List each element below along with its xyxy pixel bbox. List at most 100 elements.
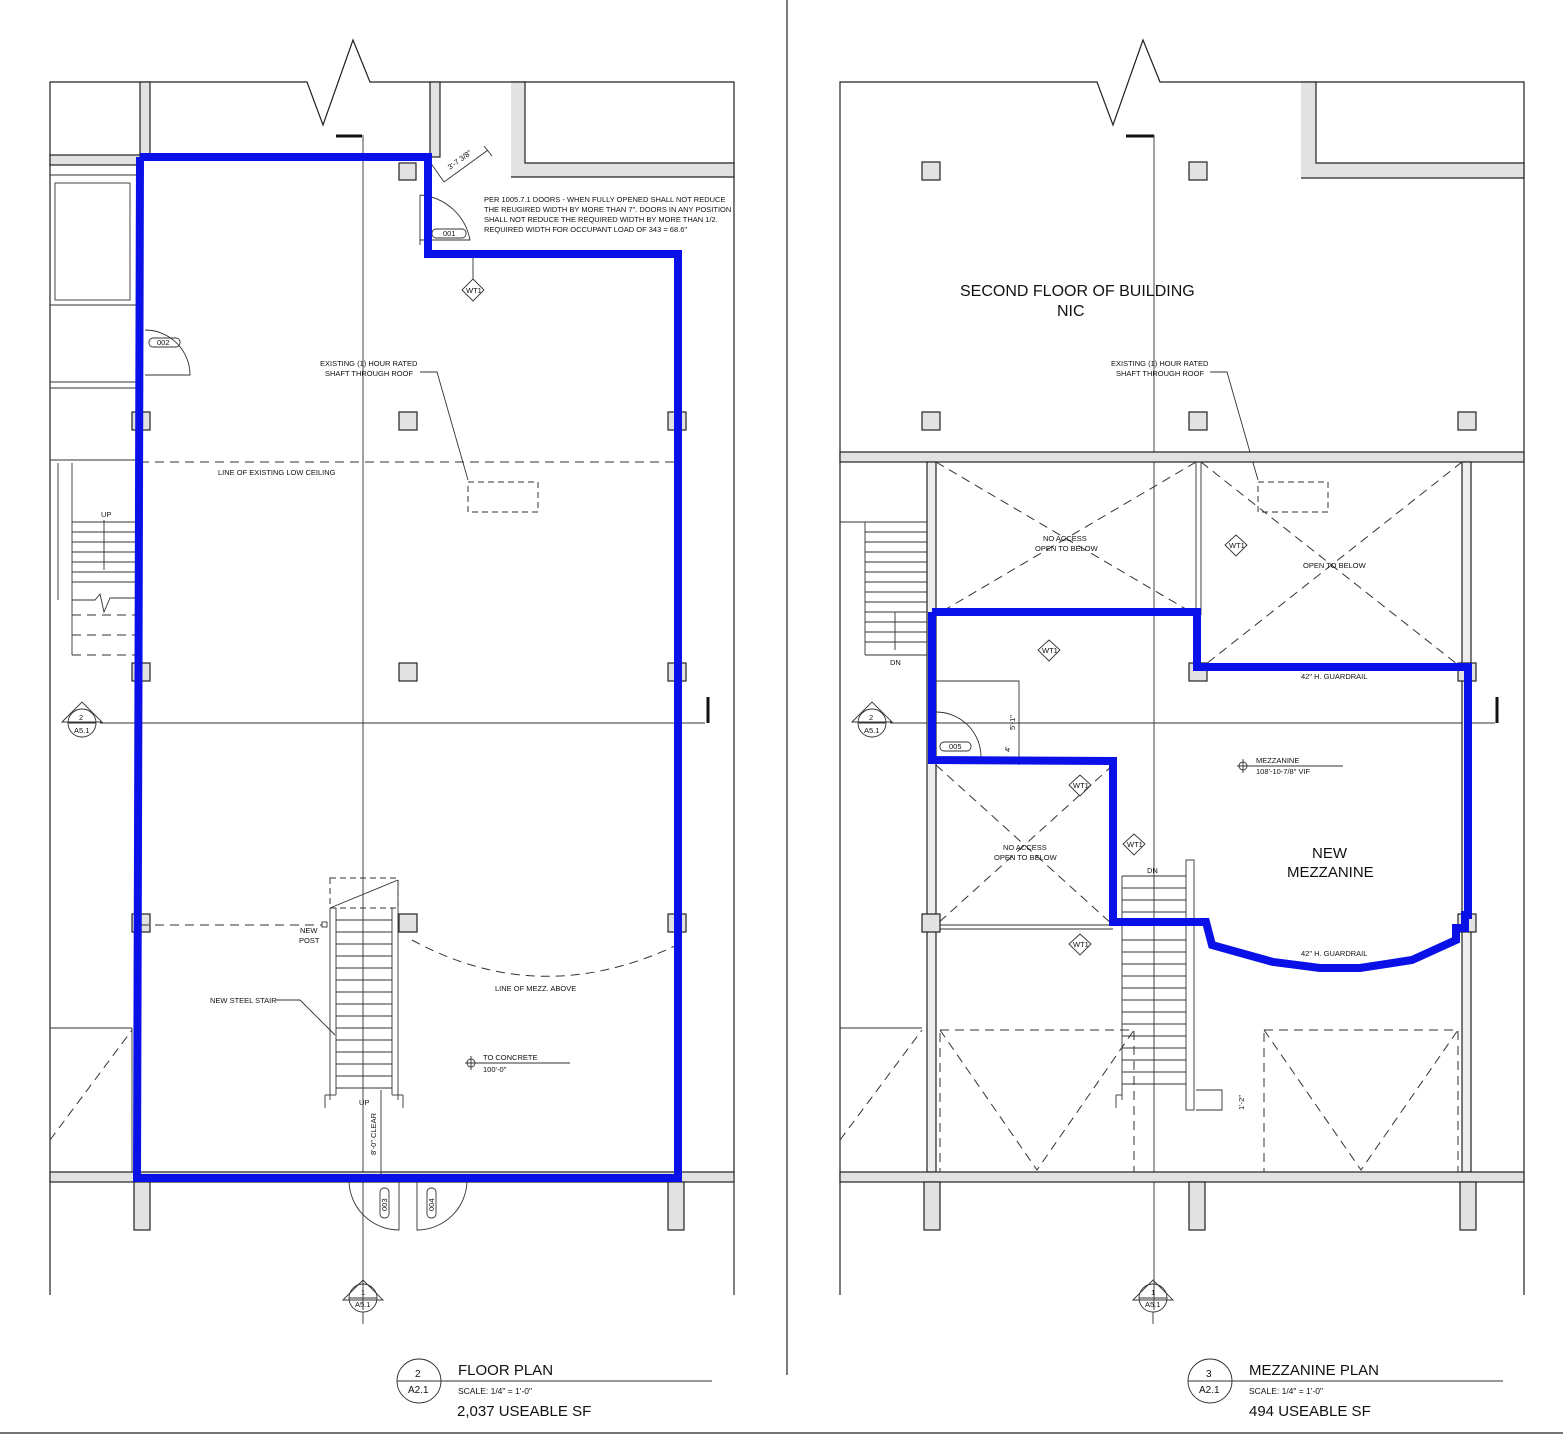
dashed-bay-x: [939, 1029, 1135, 1171]
door-swing-005: [935, 711, 982, 758]
door-tag-002-label: 002: [157, 338, 170, 347]
wall-segment: [839, 451, 1525, 463]
leader-line: [420, 371, 469, 481]
wall-segment: [139, 81, 151, 158]
door-tag-003: [379, 1187, 390, 1219]
section-1-number: 1: [361, 1288, 365, 1297]
mezz-elevation-marker: [1237, 759, 1343, 773]
section-2-number: 2: [869, 713, 873, 722]
door-tag-002: [148, 337, 181, 348]
door-note-line-3: SHALL NOT REDUCE THE REQUIRED WIDTH BY M…: [484, 215, 718, 224]
section-1-sheet: A5.1: [355, 1300, 370, 1309]
column: [921, 913, 941, 933]
dashed-line: [49, 1029, 133, 1141]
dimension-b: 4': [1003, 746, 1012, 752]
wall-tag-wt1: [1037, 639, 1061, 662]
second-floor-label-1: SECOND FLOOR OF BUILDING: [960, 283, 1195, 300]
useable-area-outline-mezzanine: [928, 608, 1472, 972]
column: [398, 162, 417, 181]
mezzanine-title-sheet: A2.1: [1199, 1385, 1220, 1396]
existing-stair: [57, 463, 135, 656]
guardrail-label-top: 42" H. GUARDRAIL: [1301, 672, 1367, 681]
second-floor-label-2: NIC: [1057, 303, 1085, 320]
no-access-label-1: NO ACCESS: [1043, 534, 1087, 543]
pier: [133, 1181, 151, 1231]
wall-segment: [1301, 81, 1525, 179]
dimension-line: [483, 145, 493, 157]
column: [921, 161, 941, 181]
dimension-line: [443, 149, 489, 183]
low-ceiling-label: LINE OF EXISTING LOW CEILING: [218, 468, 336, 477]
new-mezzanine-label-1: NEW: [1312, 845, 1348, 862]
mezzanine-plan: SECOND FLOOR OF BUILDING NIC EXISTING (1…: [839, 38, 1525, 1324]
wall-tag-wt1: [1068, 933, 1092, 956]
wall-tag-wt1: [1068, 774, 1092, 797]
wall-segment: [429, 81, 441, 158]
wall-segment: [839, 1171, 1525, 1183]
floor-plan-title-sheet: A2.1: [408, 1385, 429, 1396]
dimension-c: 1'-2": [1237, 1095, 1246, 1110]
section-marker-1: [1131, 1279, 1175, 1324]
wall-segment: [49, 154, 141, 166]
pier: [1188, 1181, 1206, 1231]
open-below-x: [935, 764, 1114, 926]
door-tag-001-label: 001: [443, 229, 456, 238]
mezzanine-title-number: 3: [1206, 1369, 1212, 1380]
stair-up-label: UP: [101, 510, 111, 519]
dimension-line: [429, 161, 445, 183]
section-1-sheet: A5.1: [1145, 1300, 1160, 1309]
wall-tag-wt1-label: WT1: [1127, 840, 1143, 849]
mezz-above-line: [411, 939, 678, 977]
new-post-label-1: NEW: [300, 926, 318, 935]
wall-tag-wt1-label: WT1: [1073, 781, 1089, 790]
door-width-dimension: 3'-7 3/8": [446, 148, 474, 172]
door-note-line-1: PER 1005.7.1 DOORS - WHEN FULLY OPENED S…: [484, 195, 725, 204]
new-post-marker: [321, 921, 328, 928]
wall-tag-wt1: [1122, 833, 1146, 856]
clear-dimension: 8'-0" CLEAR: [369, 1112, 378, 1155]
door-swing-003: [348, 1179, 400, 1231]
open-below-x: [1200, 461, 1463, 669]
mezzanine-title: MEZZANINE PLAN: [1249, 1362, 1379, 1379]
elevation-value: 100'-0": [483, 1065, 507, 1074]
elevation-label: TO CONCRETE: [483, 1053, 537, 1062]
leader-line: [1210, 371, 1259, 481]
floor-plan-boundary: [49, 38, 735, 1295]
wall-tag-wt1-label: WT1: [1042, 646, 1058, 655]
open-below-x: [935, 764, 1114, 926]
mezzanine-title-block: [1187, 1358, 1503, 1404]
floor-plan-title: FLOOR PLAN: [458, 1362, 553, 1379]
column: [1457, 411, 1477, 431]
wall-segment: [511, 81, 735, 178]
door-tag-005: [939, 741, 972, 752]
door-note-line-2: THE REUGIRED WIDTH BY MORE THAN 7". DOOR…: [484, 205, 731, 214]
column: [398, 411, 418, 431]
section-2-sheet: A5.1: [864, 726, 879, 735]
stair-dn-label-2: DN: [1147, 866, 1158, 875]
wall-tag-wt1-label: WT1: [1229, 541, 1245, 550]
mezzanine-area: 494 USEABLE SF: [1249, 1403, 1371, 1420]
column: [921, 411, 941, 431]
floor-plan-area: 2,037 USEABLE SF: [457, 1403, 591, 1420]
door-tag-005-label: 005: [949, 742, 962, 751]
section-2-number: 2: [79, 713, 83, 722]
dashed-bay: [939, 1029, 1135, 1173]
useable-area-outline-floor: [132, 153, 682, 1182]
new-mezzanine-label-2: MEZZANINE: [1287, 864, 1374, 881]
column: [1188, 161, 1208, 181]
door-tag-004-label: 004: [427, 1198, 436, 1211]
dimension-line: [936, 680, 1020, 765]
door-swing-002: [144, 329, 191, 376]
mezzanine-stair: [1115, 859, 1195, 1111]
floor-plan-title-block: [396, 1358, 712, 1404]
leader-line: [276, 999, 336, 1036]
wall-tag-wt1: [1224, 534, 1248, 557]
existing-stair: [840, 521, 927, 656]
open-below-label: OPEN TO BELOW: [1303, 561, 1367, 570]
dashed-line: [839, 1029, 923, 1141]
wall-tag-wt1-label: WT1: [1073, 940, 1089, 949]
mezzanine-boundary: [839, 38, 1525, 1295]
column: [1188, 411, 1208, 431]
open-below-x: [935, 461, 1197, 616]
